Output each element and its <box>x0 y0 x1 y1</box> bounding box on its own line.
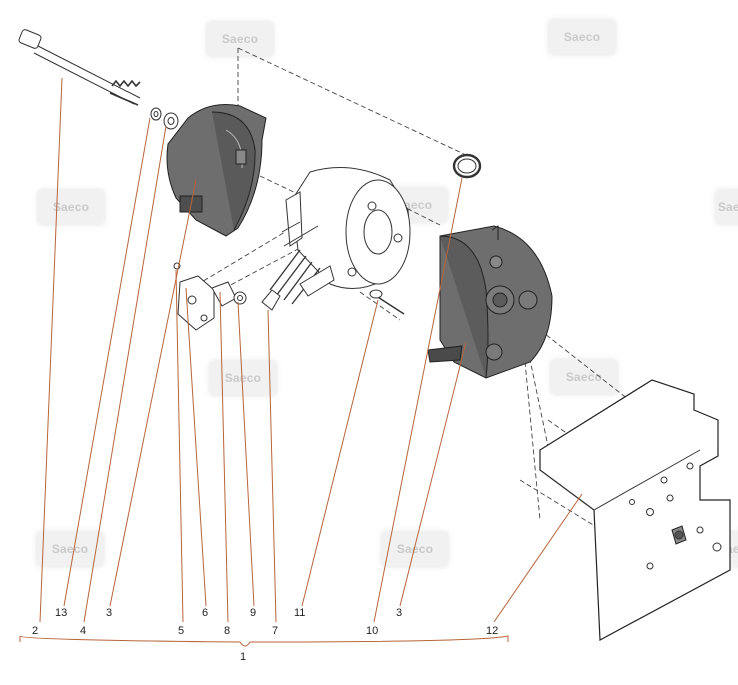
part-brew-body <box>261 167 411 311</box>
callout-4: 4 <box>80 625 86 637</box>
assembly-bracket <box>19 635 509 647</box>
callout-13: 13 <box>55 607 67 619</box>
saeco-watermark: Saeco <box>382 532 448 566</box>
callout-3: 3 <box>396 607 402 619</box>
part-left-cover <box>166 104 267 237</box>
callout-6: 6 <box>202 607 208 619</box>
callout-7: 7 <box>272 625 278 637</box>
saeco-watermark: Saeco <box>207 22 273 56</box>
callout-11: 11 <box>294 607 305 619</box>
saeco-watermark: Saeco <box>549 20 615 54</box>
part-washers <box>150 107 179 130</box>
part-pin <box>369 289 405 315</box>
saeco-watermark: Saeco <box>716 190 738 224</box>
part-right-cover <box>427 225 553 379</box>
part-bracket-plate <box>539 379 731 641</box>
callout-12: 12 <box>486 625 498 637</box>
callout-labels: 2 13 4 3 5 6 8 9 7 11 10 3 12 1 <box>32 607 498 663</box>
callout-leader-lines <box>39 77 583 623</box>
callout-8: 8 <box>224 625 230 637</box>
callout-10: 10 <box>366 625 378 637</box>
saeco-watermark: Saeco <box>37 532 103 566</box>
part-screw <box>18 29 141 106</box>
callout-3: 3 <box>106 607 112 619</box>
callout-9: 9 <box>250 607 256 619</box>
callout-5: 5 <box>178 625 184 637</box>
saeco-watermark: Saeco <box>551 360 617 394</box>
part-o-ring <box>452 153 482 179</box>
part-lever-assembly <box>173 262 247 331</box>
callout-2: 2 <box>32 625 38 637</box>
saeco-watermark: Saeco <box>38 190 104 224</box>
assembly-label: 1 <box>240 651 246 663</box>
